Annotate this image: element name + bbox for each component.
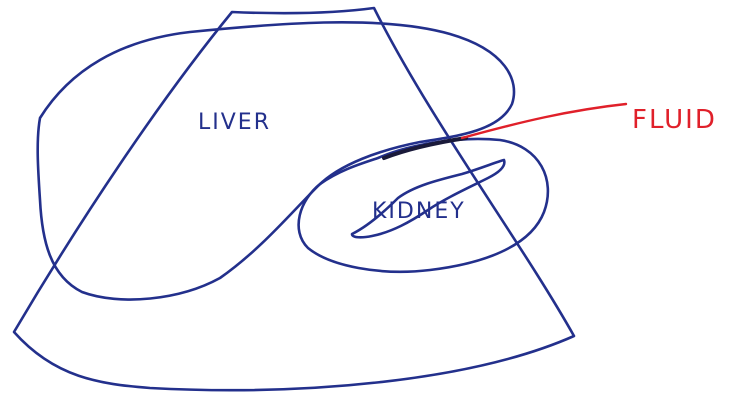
- liver-label: LIVER: [198, 110, 271, 135]
- fluid-label: FLUID: [632, 105, 717, 135]
- liver-outline: [38, 22, 514, 299]
- kidney-label: KIDNEY: [372, 199, 466, 224]
- fluid-leader-line: [462, 104, 626, 138]
- ultrasound-sector-outline: [14, 8, 574, 390]
